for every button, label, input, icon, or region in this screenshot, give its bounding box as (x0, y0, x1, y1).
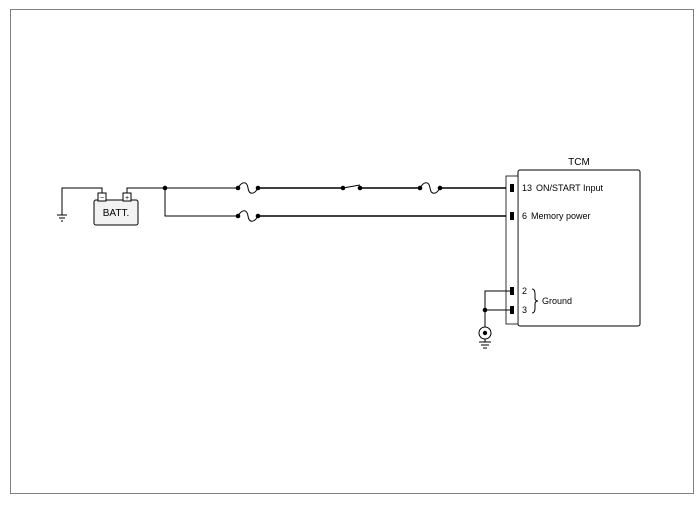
tcm-title: TCM (568, 157, 590, 168)
ground-wire-pin2 (484, 290, 510, 310)
ground-icon (57, 214, 67, 222)
battery: − + BATT. (93, 192, 139, 226)
tcm-connector (505, 175, 519, 325)
fuse-icon (237, 210, 259, 222)
battery-positive-wire (126, 187, 165, 193)
pin-3-terminal (510, 306, 514, 314)
pin-13-terminal (510, 184, 514, 192)
fuse-icon (237, 182, 259, 194)
battery-label: BATT. (103, 208, 129, 219)
pin-13-number: 13 (522, 183, 532, 193)
tcm-ground-label: Ground (542, 296, 572, 306)
battery-body (93, 199, 139, 226)
chassis-ground-icon (478, 326, 492, 349)
pin-3-number: 3 (522, 305, 527, 315)
diagram-frame (10, 9, 694, 494)
pin-2-number: 2 (522, 286, 527, 296)
fuse-icon (419, 182, 441, 194)
battery-positive-symbol: + (125, 195, 129, 202)
tcm-box (517, 169, 641, 327)
pin-13-label: ON/START Input (536, 183, 604, 193)
switch-icon (342, 184, 361, 189)
pin-6-label: Memory power (531, 211, 591, 221)
tcm-module: TCM 13 ON/START Input 6 Memory power 2 3… (505, 157, 641, 327)
battery-ground-wire (61, 187, 103, 215)
pin-6-number: 6 (522, 211, 527, 221)
wire-lower-branch (164, 188, 238, 217)
battery-negative-symbol: − (100, 195, 104, 202)
ground-brace (531, 288, 539, 314)
pin-2-terminal (510, 287, 514, 295)
pin-6-terminal (510, 212, 514, 220)
